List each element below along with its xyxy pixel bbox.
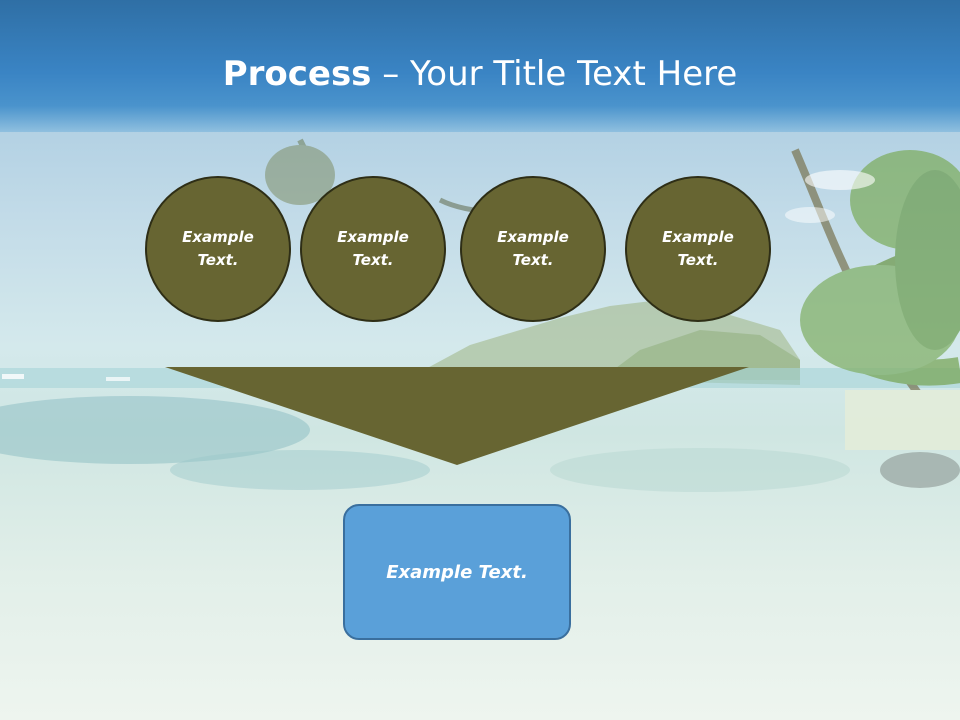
result-box[interactable]: Example Text. — [343, 504, 571, 640]
process-step-label: Example Text. — [662, 228, 734, 269]
process-step-label: Example Text. — [182, 228, 254, 269]
funnel-arrow-shape[interactable] — [165, 367, 749, 467]
slide-title: Process – Your Title Text Here — [0, 50, 960, 98]
process-step-circle-3[interactable]: Example Text. — [460, 176, 606, 322]
title-bold-text: Process — [222, 54, 372, 94]
process-step-circle-4[interactable]: Example Text. — [625, 176, 771, 322]
title-bar — [0, 0, 960, 132]
result-box-label: Example Text. — [386, 561, 528, 583]
process-step-circle-1[interactable]: Example Text. — [145, 176, 291, 322]
process-step-label: Example Text. — [337, 228, 409, 269]
process-step-label: Example Text. — [497, 228, 569, 269]
process-step-circle-2[interactable]: Example Text. — [300, 176, 446, 322]
title-rest-text: – Your Title Text Here — [371, 54, 738, 94]
